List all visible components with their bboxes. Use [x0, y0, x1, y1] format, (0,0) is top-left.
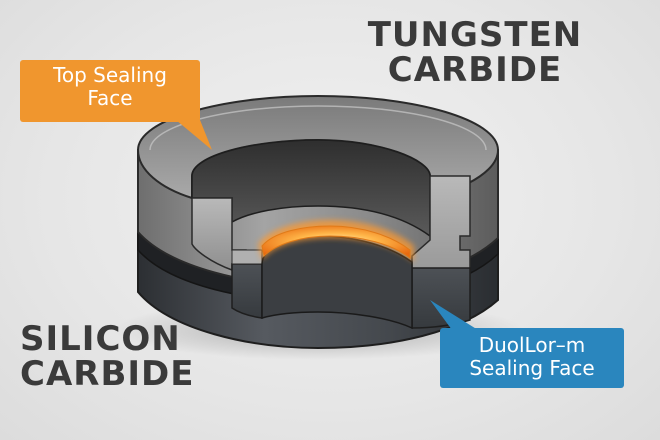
label-tungsten-carbide-line2: CARBIDE: [387, 49, 563, 90]
cutaway-face-right-lower: [411, 267, 471, 329]
cutaway-face-left-mid: [231, 249, 263, 265]
sealing-interface-glow: [261, 225, 411, 260]
callout-top-sealing-face-text: Top Sealing Face: [24, 64, 196, 110]
upper-rim-highlight: [149, 105, 487, 151]
triangle-down-right-icon: [176, 120, 212, 150]
label-silicon-carbide-line2: CARBIDE: [20, 353, 195, 394]
callout-top-line1: Top Sealing: [53, 63, 167, 87]
callout-duo-line1: DuolLor–m: [478, 333, 586, 357]
label-silicon-carbide: SILICON CARBIDE: [12, 322, 220, 391]
label-tungsten-carbide-line1: TUNGSTEN: [367, 15, 583, 55]
callout-duo-sealing-face-text: DuolLor–m Sealing Face: [444, 334, 620, 380]
cutaway-face-left-lower: [231, 263, 263, 319]
callout-top-sealing-face: [20, 60, 212, 150]
label-silicon-carbide-line1: SILICON: [20, 319, 181, 359]
callout-duo-line2: Sealing Face: [469, 356, 595, 380]
callout-duo-sealing-face: [430, 300, 624, 388]
triangle-up-left-icon: [430, 300, 478, 330]
callout-top-line2: Face: [87, 86, 133, 110]
label-tungsten-carbide: TUNGSTEN CARBIDE: [355, 18, 595, 87]
